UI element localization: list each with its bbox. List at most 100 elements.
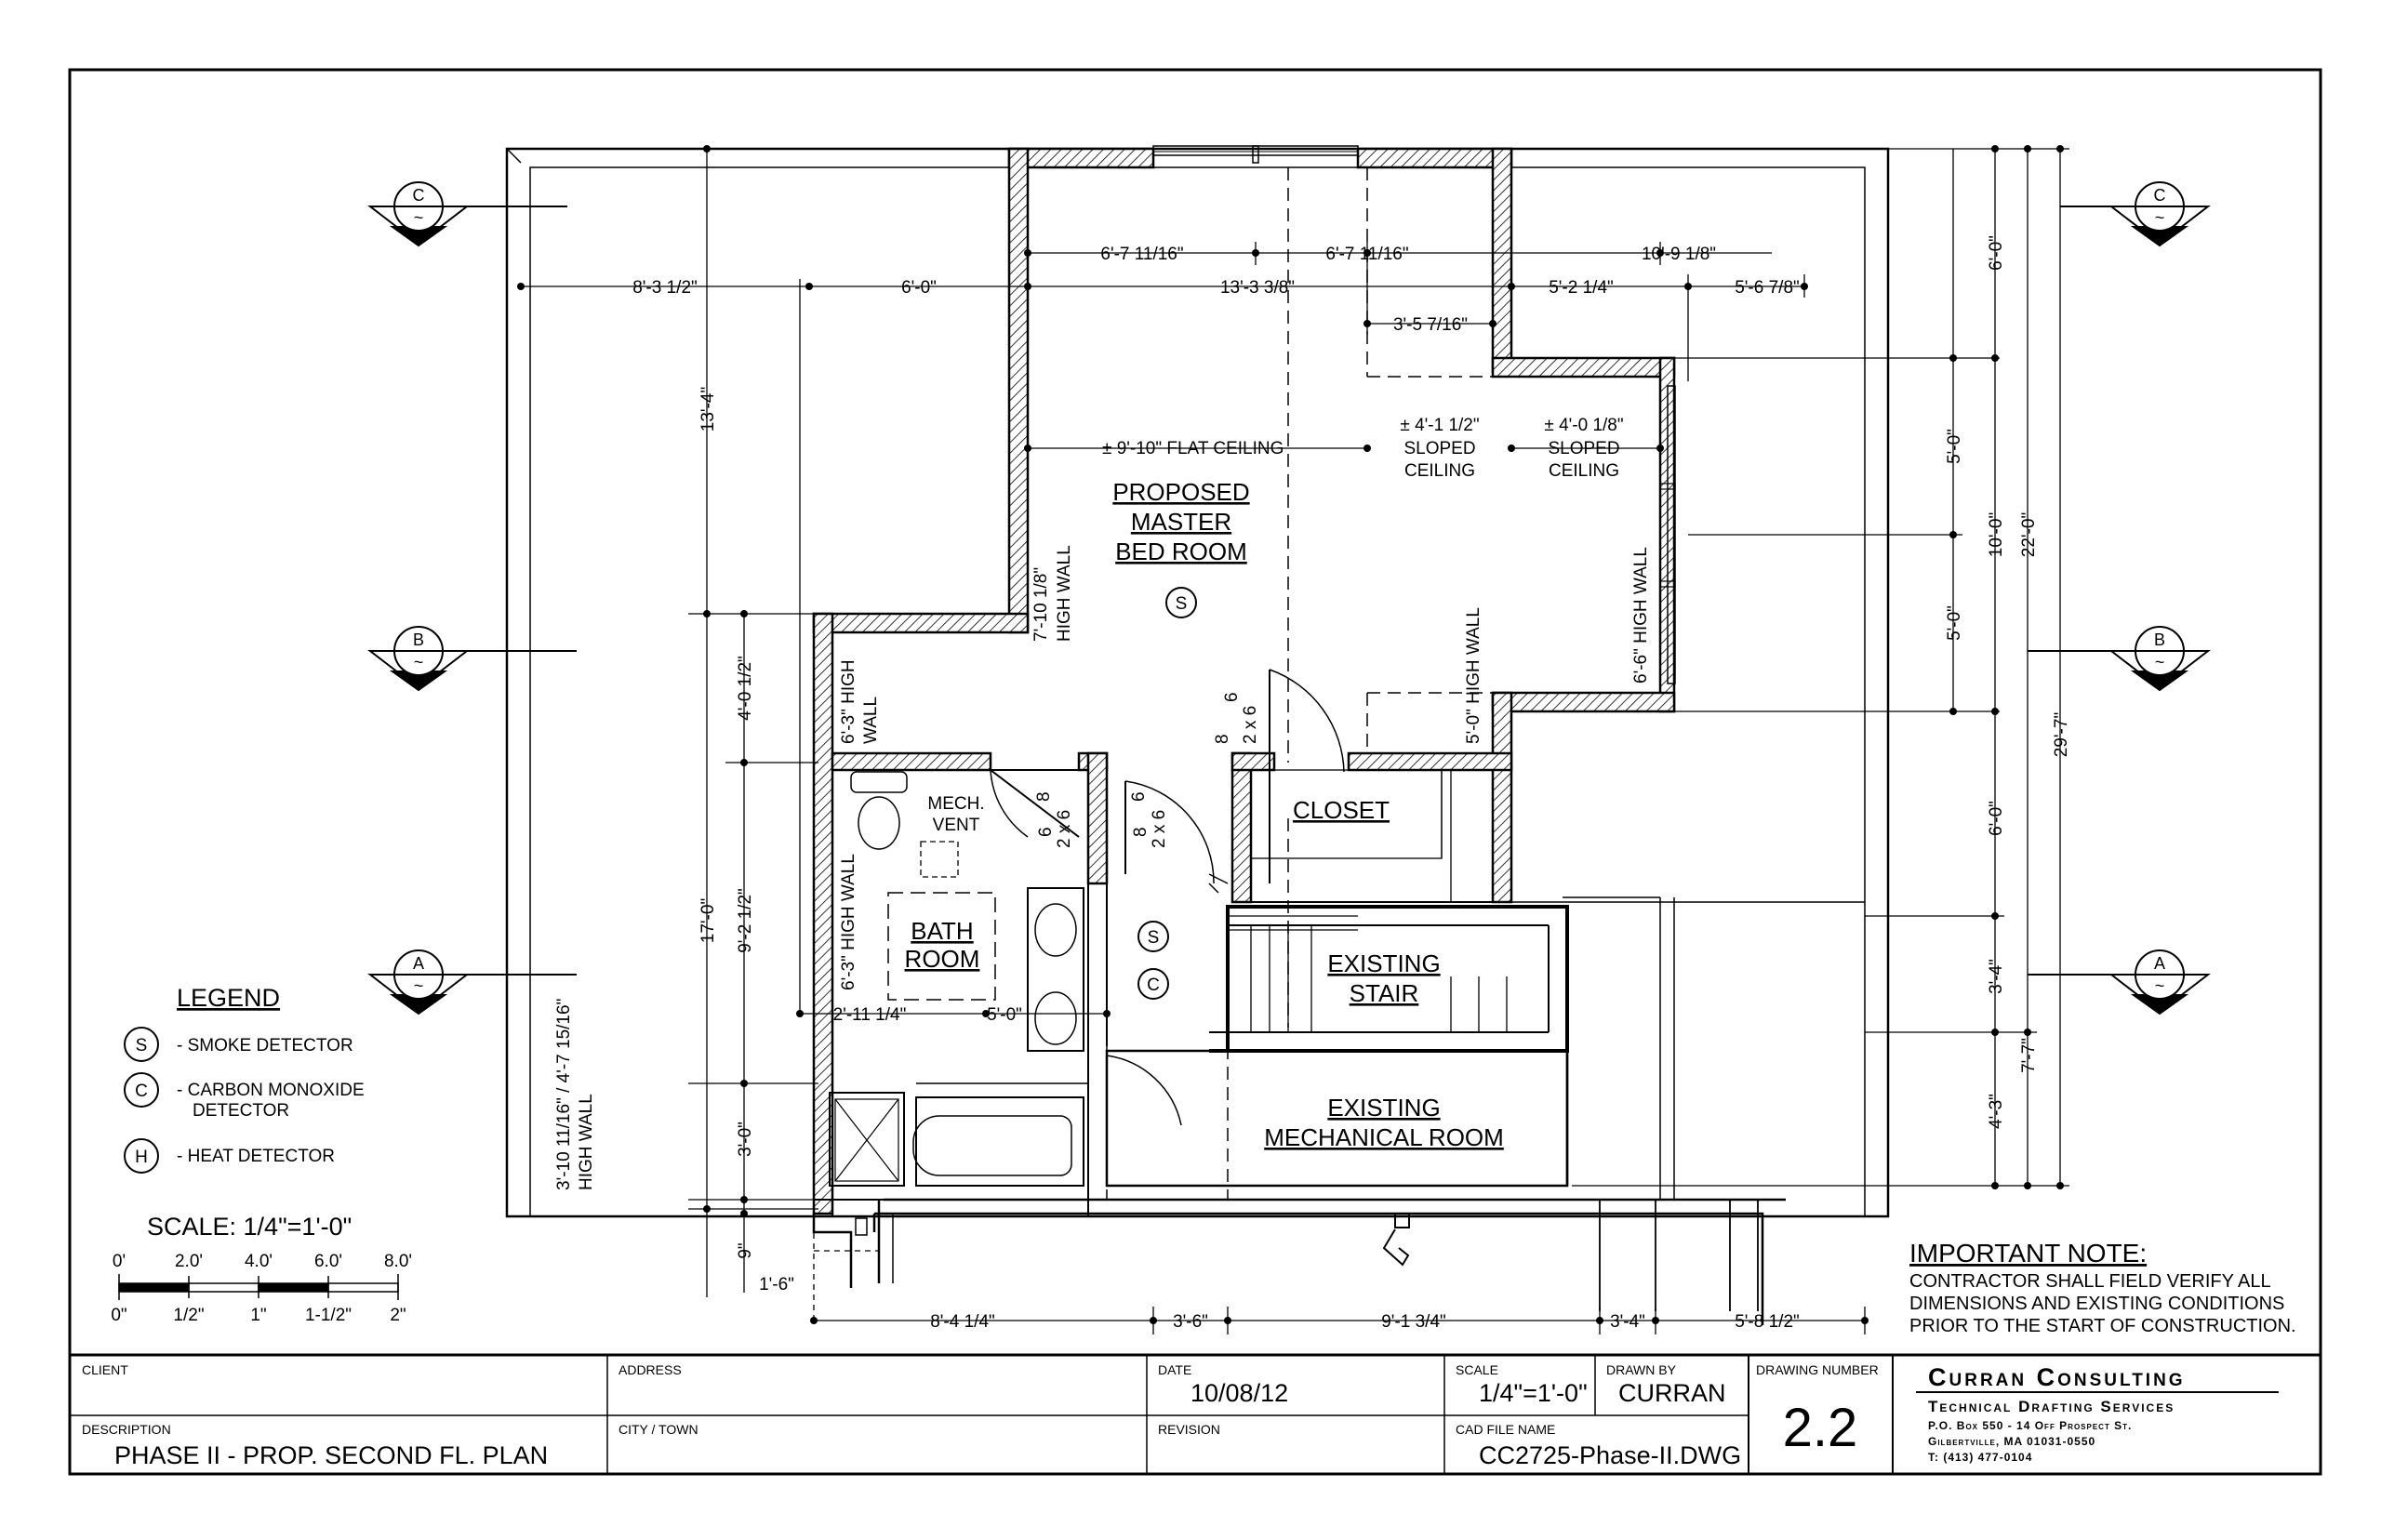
mech-room-label-2: MECHANICAL ROOM [1264, 1123, 1504, 1151]
dim-left-2: 4'-0 1/2" [736, 656, 755, 721]
scale-bottom-2: 1" [250, 1306, 266, 1325]
cad-file-value: CC2725-Phase-II.DWG [1479, 1441, 1741, 1469]
dim-bath-1: 2'-11 1/4" [833, 1005, 907, 1025]
dim-top1-1: 6'-7 11/16" [1100, 245, 1183, 264]
stair-label-1: EXISTING [1327, 949, 1440, 977]
sheet-border [68, 68, 2322, 1476]
section-a-right-sub: ~ [2155, 976, 2165, 995]
dim-right2-5: 4'-3" [1987, 1094, 2006, 1129]
dim-top1-2: 6'-7 11/16" [1325, 245, 1408, 264]
legend-smoke-text: - SMOKE DETECTOR [177, 1036, 353, 1055]
door-tag-3a: 8 [1131, 827, 1151, 837]
smoke-detector-master [1165, 587, 1197, 618]
description-label: DESCRIPTION [82, 1422, 171, 1437]
city-label: CITY / TOWN [619, 1422, 698, 1437]
mech-room-label-1: EXISTING [1327, 1094, 1440, 1122]
dim-right2-2: 10'-0" [1987, 512, 2006, 557]
flat-ceiling-note: ± 9'-10" FLAT CEILING [1102, 439, 1284, 458]
drawn-by-value: CURRAN [1618, 1379, 1726, 1407]
company-address-2: Gilbertville, MA 01031-0550 [1928, 1435, 2095, 1448]
dim-right3-2: 29'-7" [2052, 712, 2071, 757]
title-block-text: CLIENT ADDRESS DESCRIPTION PHASE II - PR… [82, 1362, 2186, 1469]
legend-smoke-symbol: S [136, 1036, 148, 1055]
wall-note-2b: WALL [861, 697, 881, 744]
scale-bottom-1: 1/2" [173, 1306, 204, 1325]
dim-bottom-2: 3'-6" [1173, 1312, 1208, 1332]
legend-co-symbol: C [135, 1082, 148, 1101]
dim-right2-1: 6'-0" [1987, 235, 2006, 271]
dim-bottom-4: 3'-4" [1610, 1312, 1645, 1332]
legend: LEGEND S C H - SMOKE DETECTOR - CARBON M… [124, 984, 365, 1174]
wall-note-2a: 6'-3" HIGH [839, 659, 858, 744]
section-c-left: C [413, 186, 425, 205]
dim-top2-5: 5'-6 7/8" [1735, 278, 1800, 298]
legend-heat-symbol: H [135, 1148, 148, 1167]
dim-bottom-3: 9'-1 3/4" [1381, 1312, 1446, 1332]
dim-top2-1: 8'-3 1/2" [632, 278, 698, 298]
dim-left-3: 17'-0" [698, 898, 718, 943]
dim-inner-1: 3'-5 7/16" [1393, 315, 1468, 335]
section-marker-labels: C ~ B ~ A ~ C ~ B ~ A ~ [413, 186, 2166, 995]
section-c-left-sub: ~ [414, 208, 424, 227]
dim-left-6: 9" [736, 1242, 755, 1258]
plan-labels: PROPOSED MASTER BED ROOM CLOSET BATH ROO… [554, 235, 2071, 1332]
title-block [70, 1353, 2321, 1474]
company-name: Curran Consulting [1928, 1363, 2186, 1391]
section-b-right: B [2154, 631, 2165, 649]
door-tag-2b: 2 x 6 [1055, 810, 1074, 848]
dim-right2-4: 3'-4" [1987, 959, 2006, 994]
scale-label: SCALE [1456, 1362, 1498, 1377]
scale-top-1: 2.0' [175, 1252, 203, 1271]
revision-label: REVISION [1158, 1422, 1220, 1437]
company-tagline: Technical Drafting Services [1928, 1398, 2175, 1415]
important-note: IMPORTANT NOTE: CONTRACTOR SHALL FIELD V… [1909, 1239, 2296, 1336]
scale-bar: SCALE: 1/4"=1'-0" 0' 2.0' 4.0' 6.0' 8.0'… [111, 1213, 412, 1325]
scale-title: SCALE: 1/4"=1'-0" [147, 1213, 352, 1241]
smoke-detector-master-text: S [1176, 594, 1188, 614]
dim-bath-2: 5'-0" [987, 1005, 1022, 1025]
co-detector-hall [1137, 968, 1169, 1000]
co-detector-hall-text: C [1147, 976, 1160, 995]
dim-bottom-5: 5'-8 1/2" [1735, 1312, 1800, 1332]
closet-label: CLOSET [1293, 796, 1390, 824]
bath-label-1: BATH [911, 917, 973, 945]
door-tag-3b: 2 x 6 [1150, 810, 1169, 848]
address-label: ADDRESS [619, 1362, 682, 1377]
dim-right2b: 7'-7" [2019, 1038, 2039, 1073]
description-value: PHASE II - PROP. SECOND FL. PLAN [114, 1441, 548, 1469]
scale-top-0: 0' [113, 1252, 126, 1271]
drawn-by-label: DRAWN BY [1606, 1362, 1677, 1377]
scale-top-3: 6.0' [314, 1252, 342, 1271]
drawing-number-label: DRAWING NUMBER [1756, 1362, 1879, 1377]
legend-title: LEGEND [177, 984, 280, 1012]
scale-bottom-3: 1-1/2" [305, 1306, 352, 1325]
scale-top-2: 4.0' [245, 1252, 273, 1271]
section-b-left: B [413, 631, 424, 649]
door-tag-2a: 6 [1036, 827, 1056, 837]
wall-note-1b: HIGH WALL [1055, 545, 1074, 642]
dim-left-5: 3'-0" [736, 1122, 755, 1157]
note-line-3: PRIOR TO THE START OF CONSTRUCTION. [1909, 1316, 2296, 1336]
wall-note-6a: 3'-10 11/16" / 4'-7 15/16" [554, 999, 574, 1190]
wall-note-3: 6'-3" HIGH WALL [839, 854, 858, 990]
section-c-right: C [2154, 186, 2166, 205]
scale-value: 1/4"=1'-0" [1479, 1379, 1588, 1407]
scale-top-4: 8.0' [384, 1252, 412, 1271]
dim-left-4: 9'-2 1/2" [736, 888, 755, 953]
sloped-ceiling-2-a: ± 4'-0 1/8" [1544, 416, 1623, 435]
section-markers [367, 181, 2211, 1016]
door-tag-3c: 6 [1129, 791, 1149, 802]
dim-right1-1: 5'-0" [1945, 429, 1964, 464]
mech-vent-label-1: MECH. [927, 794, 984, 814]
stair-label-2: STAIR [1350, 979, 1419, 1007]
sloped-ceiling-2-b: SLOPED [1548, 439, 1619, 458]
wall-note-5: 6'-6" HIGH WALL [1631, 547, 1651, 684]
master-room-label-1: PROPOSED [1112, 478, 1249, 506]
door-tag-2c: 8 [1034, 791, 1054, 802]
smoke-detector-hall [1137, 921, 1169, 952]
dim-right1-2: 5'-0" [1945, 605, 1964, 641]
section-a-left-sub: ~ [414, 976, 424, 995]
door-tag-1b: 2 x 6 [1241, 706, 1260, 744]
master-room-label-2: MASTER [1131, 508, 1231, 536]
legend-co-text-1: - CARBON MONOXIDE [177, 1081, 365, 1100]
